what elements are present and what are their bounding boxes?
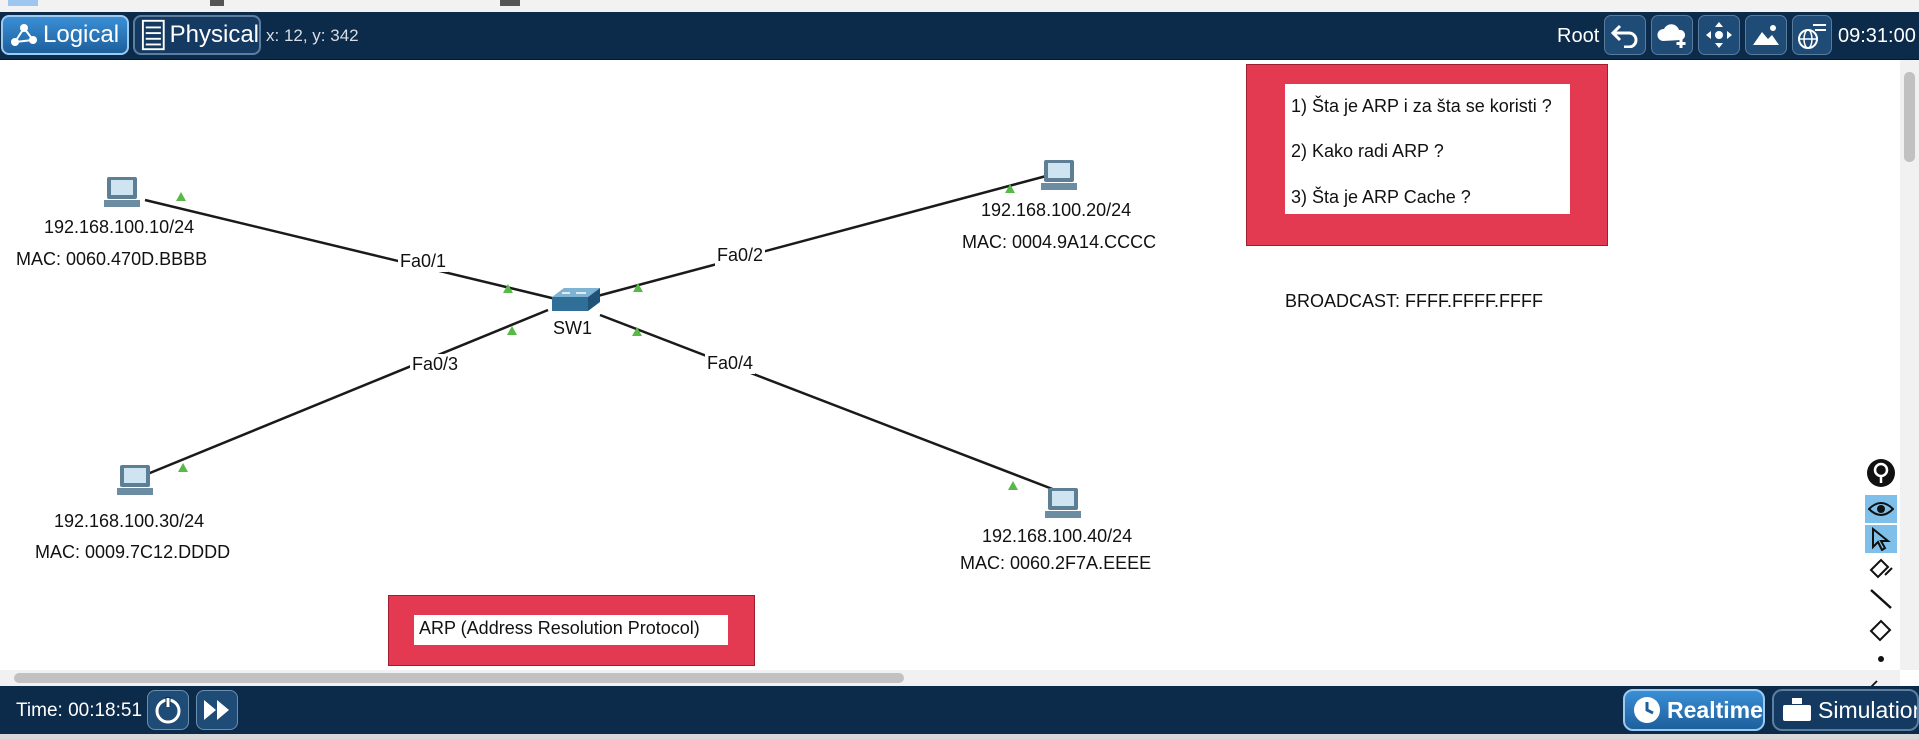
port-label-fa0-3: Fa0/3 bbox=[410, 354, 461, 375]
link-status-up-icon bbox=[1008, 481, 1018, 490]
dot-icon bbox=[1878, 656, 1884, 662]
pc2-mac-label: MAC: 0004.9A14.CCCC bbox=[962, 232, 1157, 252]
link-status-up-icon bbox=[178, 463, 188, 472]
workspace-canvas[interactable]: 192.168.100.10/24 MAC: 0060.470D.BBBB 19… bbox=[0, 60, 1900, 670]
link-pc4-switch bbox=[599, 313, 1056, 492]
link-status-up-icon bbox=[633, 283, 643, 292]
pc3-ip-label: 192.168.100.30/24 bbox=[54, 511, 205, 531]
draw-line-button[interactable] bbox=[1865, 585, 1897, 613]
resize-button[interactable] bbox=[1865, 645, 1897, 673]
pc4-mac-label: MAC: 0060.2F7A.EEEE bbox=[960, 553, 1152, 573]
simulation-time: Time: 00:18:51 bbox=[16, 700, 143, 721]
cluster-button[interactable] bbox=[1651, 15, 1693, 55]
broadcast-note[interactable]: BROADCAST: FFFF.FFFF.FFFF bbox=[1285, 291, 1543, 311]
logical-topology-icon bbox=[11, 24, 37, 46]
pointer-arrow-icon bbox=[1872, 527, 1891, 551]
pc1-ip-label: 192.168.100.10/24 bbox=[44, 217, 195, 237]
window-top-strip bbox=[0, 0, 1919, 12]
realtime-mode-label: Realtime bbox=[1667, 696, 1763, 723]
arp-title: ARP (Address Resolution Protocol) bbox=[419, 618, 700, 638]
link-status-up-icon bbox=[632, 327, 642, 336]
physical-view-button[interactable]: Physical bbox=[133, 15, 261, 55]
link-pc3-switch bbox=[144, 308, 549, 477]
toolbar-remnant bbox=[210, 0, 224, 6]
pc1-mac-label: MAC: 0060.470D.BBBB bbox=[16, 249, 208, 269]
note-pencil-icon bbox=[1869, 558, 1893, 579]
vertical-scrollbar-thumb[interactable] bbox=[1904, 72, 1915, 162]
realtime-simulation-bar: Time: 00:18:51 Realtime Simulation bbox=[0, 686, 1919, 734]
link-status-up-icon bbox=[503, 284, 513, 293]
question-2: 2) Kako radi ARP ? bbox=[1291, 141, 1444, 161]
link-pc2-switch bbox=[589, 173, 1051, 300]
cloud-add-icon bbox=[1657, 24, 1686, 48]
mountain-image-icon bbox=[1753, 25, 1779, 45]
clock: 09:31:00 bbox=[1838, 25, 1916, 47]
pc-icon[interactable] bbox=[117, 465, 153, 495]
port-label-fa0-4: Fa0/4 bbox=[705, 353, 756, 374]
power-cycle-icon bbox=[155, 697, 181, 724]
pc2-ip-label: 192.168.100.20/24 bbox=[981, 200, 1132, 220]
physical-view-label: Physical bbox=[169, 21, 259, 48]
question-3: 3) Šta je ARP Cache ? bbox=[1291, 187, 1471, 207]
move-object-button[interactable] bbox=[1698, 15, 1740, 55]
link-status-up-icon bbox=[507, 326, 517, 335]
root-label[interactable]: Root bbox=[1557, 25, 1600, 47]
question-1: 1) Šta je ARP i za šta se koristi ? bbox=[1291, 96, 1552, 116]
toolbar-remnant bbox=[8, 0, 38, 6]
link-status-up-icon bbox=[176, 192, 186, 201]
eraser-icon bbox=[1869, 619, 1892, 642]
magnify-pin-icon bbox=[1867, 459, 1895, 487]
pc4-ip-label: 192.168.100.40/24 bbox=[982, 526, 1133, 546]
cursor-coordinates: x: 12, y: 342 bbox=[266, 26, 359, 45]
questions-note[interactable]: 1) Šta je ARP i za šta se koristi ? 2) K… bbox=[1246, 64, 1608, 246]
arp-title-note-body: ARP (Address Resolution Protocol) bbox=[414, 615, 728, 645]
stopwatch-envelope-icon bbox=[1783, 698, 1811, 721]
select-button[interactable] bbox=[1865, 525, 1897, 553]
power-cycle-button[interactable] bbox=[147, 690, 189, 730]
simulation-mode-button[interactable]: Simulation bbox=[1772, 689, 1919, 731]
inspect-button[interactable] bbox=[1865, 459, 1897, 487]
line-tool-icon bbox=[1870, 589, 1892, 609]
set-background-button[interactable] bbox=[1745, 15, 1787, 55]
window-bottom-strip bbox=[0, 734, 1919, 739]
back-button[interactable] bbox=[1604, 15, 1646, 55]
eye-icon bbox=[1868, 502, 1894, 516]
topology-links bbox=[104, 160, 1081, 518]
vertical-scrollbar[interactable] bbox=[1900, 60, 1919, 670]
switch-icon[interactable] bbox=[552, 288, 600, 311]
pc-icon[interactable] bbox=[1045, 488, 1081, 518]
undo-arrow-icon bbox=[1610, 24, 1638, 48]
toolbar-remnant bbox=[500, 0, 520, 6]
right-tool-palette bbox=[1863, 455, 1899, 739]
logical-view-label: Logical bbox=[43, 21, 120, 48]
pc3-mac-label: MAC: 0009.7C12.DDDD bbox=[35, 542, 231, 562]
simulation-mode-label: Simulation bbox=[1818, 696, 1919, 723]
move-arrows-icon bbox=[1706, 22, 1732, 48]
switch-label: SW1 bbox=[553, 318, 593, 338]
link-status-up-icon bbox=[1005, 184, 1015, 193]
place-note-button[interactable] bbox=[1865, 555, 1897, 583]
delete-shape-button[interactable] bbox=[1865, 615, 1897, 643]
fast-forward-button[interactable] bbox=[196, 690, 238, 730]
rack-icon bbox=[141, 19, 165, 51]
questions-note-body: 1) Šta je ARP i za šta se koristi ? 2) K… bbox=[1285, 84, 1570, 214]
port-label-fa0-1: Fa0/1 bbox=[398, 251, 449, 272]
horizontal-scrollbar[interactable] bbox=[0, 670, 1900, 686]
link-pc1-switch bbox=[144, 198, 561, 302]
fast-forward-icon bbox=[204, 700, 229, 720]
clock-icon bbox=[1634, 697, 1660, 723]
arp-title-note[interactable]: ARP (Address Resolution Protocol) bbox=[388, 595, 755, 666]
logical-view-button[interactable]: Logical bbox=[1, 15, 129, 55]
port-label-fa0-2: Fa0/2 bbox=[715, 245, 766, 266]
pc-icon[interactable] bbox=[104, 177, 140, 207]
view-button[interactable] bbox=[1865, 495, 1897, 523]
globe-sliders-icon bbox=[1798, 24, 1826, 49]
pc-icon[interactable] bbox=[1041, 160, 1077, 190]
viewport-button[interactable] bbox=[1792, 15, 1832, 55]
horizontal-scrollbar-thumb[interactable] bbox=[14, 673, 904, 683]
realtime-mode-button[interactable]: Realtime bbox=[1623, 689, 1765, 731]
logical-physical-toolbar: Logical Physical x: 12, y: 342 Root bbox=[0, 12, 1919, 60]
